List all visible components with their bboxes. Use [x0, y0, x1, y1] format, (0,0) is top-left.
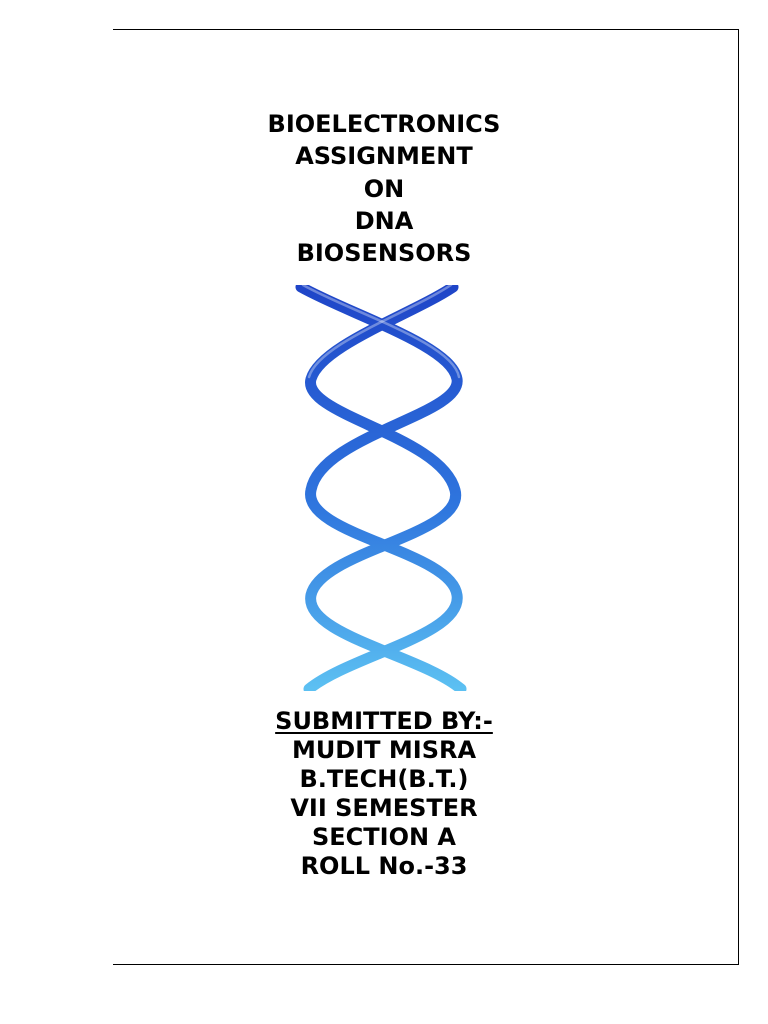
title-line-4: DNA	[354, 206, 414, 235]
title-line-1: BIOELECTRONICS	[267, 110, 501, 138]
frame-right-border	[738, 29, 739, 965]
roll-number: ROLL No.-33	[300, 852, 468, 880]
dna-double-helix-icon	[295, 285, 467, 691]
cover-title: BIOELECTRONICS ASSIGNMENT ON DNA BIOSENS…	[184, 108, 584, 269]
program: B.TECH(B.T.)	[299, 765, 469, 793]
dna-base-pairs	[306, 308, 464, 670]
title-line-5: BIOSENSORS	[296, 239, 472, 268]
dna-strands	[295, 285, 467, 691]
section: SECTION A	[311, 823, 456, 851]
submitted-by-heading: SUBMITTED BY:-	[275, 707, 493, 735]
title-line-2: ASSIGNMENT	[295, 142, 473, 171]
semester: VII SEMESTER	[290, 794, 478, 822]
frame-bottom-border	[113, 964, 739, 965]
frame-top-border	[113, 29, 739, 30]
title-line-3: ON	[363, 174, 405, 203]
submission-details: SUBMITTED BY:- MUDIT MISRA B.TECH(B.T.) …	[184, 707, 584, 881]
student-name: MUDIT MISRA	[291, 736, 477, 764]
